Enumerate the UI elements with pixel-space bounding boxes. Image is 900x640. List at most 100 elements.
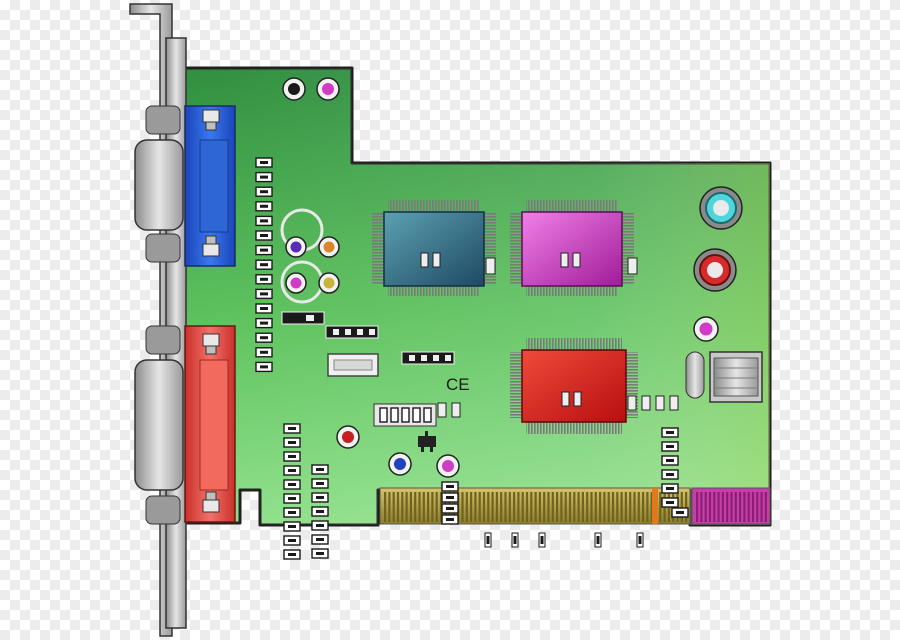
smd-resistor xyxy=(255,317,273,329)
capacitor-blue-small xyxy=(388,452,412,476)
capacitor-pink xyxy=(285,272,307,294)
smd-resistor-column xyxy=(255,157,273,373)
gold-contact xyxy=(543,492,546,522)
smd-resistor xyxy=(283,437,301,448)
smd-resistor xyxy=(283,493,301,504)
gold-contact xyxy=(577,492,580,522)
gold-contact xyxy=(642,492,645,522)
pink-contact xyxy=(739,492,742,522)
gold-contact xyxy=(465,492,468,522)
smd-resistor xyxy=(255,332,273,343)
pin-header-4 xyxy=(325,325,379,339)
gold-contact xyxy=(603,492,606,522)
gold-contact xyxy=(521,492,524,522)
smd-resistor xyxy=(255,201,273,212)
gold-contact xyxy=(504,492,507,522)
jumper-pin xyxy=(412,407,421,423)
gold-contact xyxy=(384,492,387,522)
smd-resistor-rows xyxy=(283,423,459,560)
gold-contact xyxy=(392,492,395,522)
audio-jack-red xyxy=(693,248,737,292)
smd-resistor xyxy=(255,186,273,197)
test-pad xyxy=(594,532,602,548)
gold-contact xyxy=(422,492,425,522)
pink-contact xyxy=(717,492,720,522)
gold-contact xyxy=(517,492,520,522)
pink-contact xyxy=(760,492,763,522)
gold-contact xyxy=(478,492,481,522)
smd-resistor xyxy=(311,520,329,531)
gold-contact xyxy=(620,492,623,522)
test-pads xyxy=(484,532,644,548)
pink-contact xyxy=(721,492,724,522)
gold-contact xyxy=(439,492,443,522)
smd-resistor xyxy=(255,171,273,183)
capacitor-orange xyxy=(318,236,340,258)
gold-contact xyxy=(474,492,477,522)
pink-contact xyxy=(764,492,767,522)
pink-contact xyxy=(704,492,707,522)
pink-contact xyxy=(700,492,703,522)
smd-resistor xyxy=(283,507,301,518)
gold-contact xyxy=(538,492,541,522)
gold-contact xyxy=(487,492,490,522)
jumper-pin xyxy=(379,407,388,423)
gold-contact xyxy=(495,492,498,522)
crystal-oscillator xyxy=(685,351,705,399)
gold-contact xyxy=(586,492,589,522)
smd-resistor xyxy=(661,427,679,438)
chip-marking xyxy=(561,391,582,407)
smd-resistor xyxy=(661,497,679,508)
gold-contact xyxy=(560,492,563,522)
gold-contact xyxy=(470,492,473,522)
audio-jack-cyan xyxy=(699,186,743,230)
mounting-bracket xyxy=(129,3,187,637)
smd-resistor xyxy=(283,423,301,434)
jumper-block xyxy=(373,403,437,427)
pink-contact xyxy=(713,492,716,522)
chip-marking xyxy=(560,252,581,268)
pink-contact xyxy=(751,492,755,522)
pink-contact xyxy=(730,492,733,522)
jumper-pin xyxy=(423,407,432,423)
gold-contact xyxy=(581,492,584,522)
smd-resistor xyxy=(255,244,273,256)
smd-pair-center xyxy=(437,402,461,418)
gold-contact xyxy=(599,492,602,522)
transistor xyxy=(418,431,436,452)
capacitor-red-small xyxy=(336,425,360,449)
gold-contact xyxy=(508,492,511,522)
smd-resistor xyxy=(255,259,273,270)
chip-marking xyxy=(420,252,441,268)
smd-resistor xyxy=(255,157,273,168)
gold-contact xyxy=(396,492,400,522)
screw-icon xyxy=(202,109,220,131)
gold-contact xyxy=(564,492,567,522)
gold-contact xyxy=(611,492,615,522)
gold-contact xyxy=(418,492,421,522)
smd-resistor xyxy=(441,503,459,514)
capacitor-pink-small xyxy=(436,454,460,478)
gold-contact xyxy=(659,492,662,522)
smd-resistor xyxy=(311,492,329,503)
gold-contact xyxy=(525,492,529,522)
smd-resistor xyxy=(441,492,459,503)
gold-contact xyxy=(551,492,554,522)
screw-icon xyxy=(202,235,220,257)
capacitor-black xyxy=(282,77,306,101)
gold-contact xyxy=(530,492,533,522)
chip-blue xyxy=(372,200,496,296)
smd-resistor xyxy=(283,451,301,462)
gold-contact xyxy=(405,492,408,522)
gold-contact xyxy=(388,492,391,522)
gold-contact xyxy=(633,492,636,522)
smd-resistor xyxy=(311,534,329,545)
smd-resistor xyxy=(671,507,689,518)
test-pad xyxy=(636,532,644,548)
gold-contact xyxy=(435,492,438,522)
chip-magenta xyxy=(510,200,634,296)
smd-resistor xyxy=(441,514,459,525)
pink-contact xyxy=(747,492,750,522)
smd-resistor xyxy=(283,521,301,532)
gold-contact xyxy=(427,492,430,522)
